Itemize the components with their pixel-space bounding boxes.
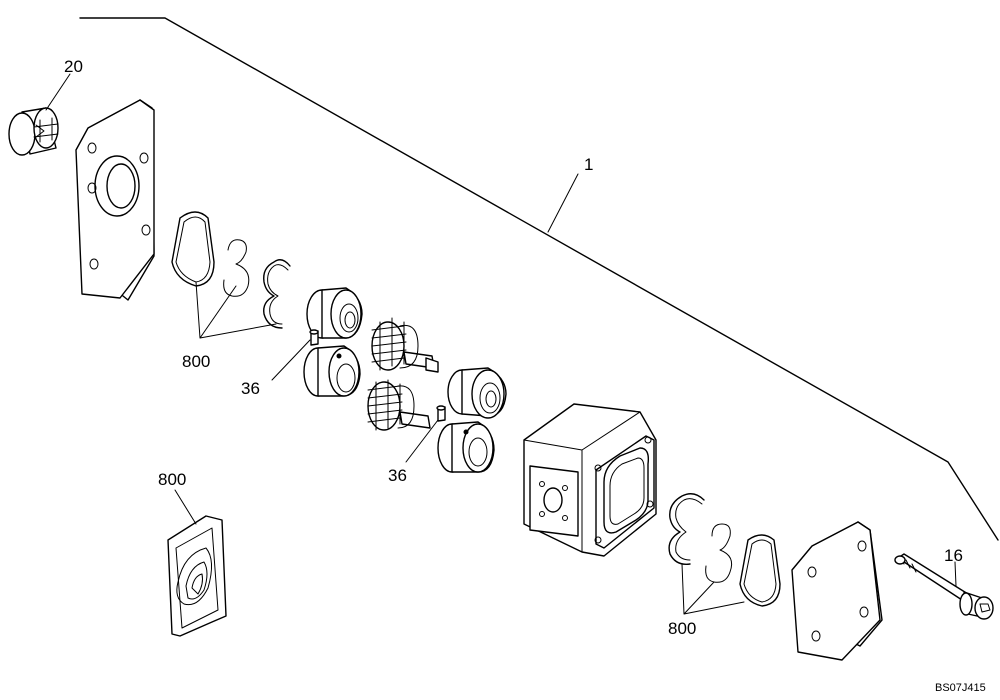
drawing-reference: BS07J415 xyxy=(935,682,986,694)
callout-20: 20 xyxy=(64,57,83,76)
bearing-block-lower-left xyxy=(303,345,361,397)
driven-gear xyxy=(367,379,431,431)
leader-line-16 xyxy=(954,561,957,587)
coupling-part xyxy=(8,107,59,156)
callout-36-right: 36 xyxy=(388,466,407,485)
seal-backup-ring-lower xyxy=(705,523,733,583)
leader-line-20 xyxy=(45,73,71,111)
callout-800-upper: 800 xyxy=(182,352,210,371)
callout-800-lower: 800 xyxy=(668,619,696,638)
bearing-block-upper-right xyxy=(447,367,507,419)
assembly-bracket-line xyxy=(79,17,999,541)
drive-gear xyxy=(371,317,439,373)
leader-line-800-lower xyxy=(681,563,745,615)
callout-16: 16 xyxy=(944,546,963,565)
callout-1: 1 xyxy=(584,155,593,174)
seal-oring-upper xyxy=(171,211,215,287)
end-cover xyxy=(791,521,883,661)
bearing-block-upper-left xyxy=(306,287,363,339)
callout-36-left: 36 xyxy=(241,379,260,398)
pump-housing xyxy=(523,403,657,557)
seal-kit-bag xyxy=(167,515,227,637)
bearing-block-lower-right xyxy=(437,421,495,473)
leader-line-800-upper xyxy=(195,281,277,339)
mounting-flange-plate xyxy=(75,99,155,301)
leader-line-36-left xyxy=(271,339,311,381)
leader-line-1 xyxy=(547,173,579,233)
seal-oring-lower xyxy=(739,534,781,607)
seal-retaining-ring-upper xyxy=(263,259,291,329)
leader-line-800-bag xyxy=(174,489,197,525)
callout-800-bag: 800 xyxy=(158,470,186,489)
leader-line-36-right xyxy=(405,419,439,463)
seal-retaining-ring-lower xyxy=(668,493,705,565)
dowel-pin-left xyxy=(309,329,319,346)
dowel-pin-right xyxy=(436,405,446,422)
socket-head-screw xyxy=(894,553,994,620)
seal-backup-ring-upper xyxy=(223,239,250,297)
